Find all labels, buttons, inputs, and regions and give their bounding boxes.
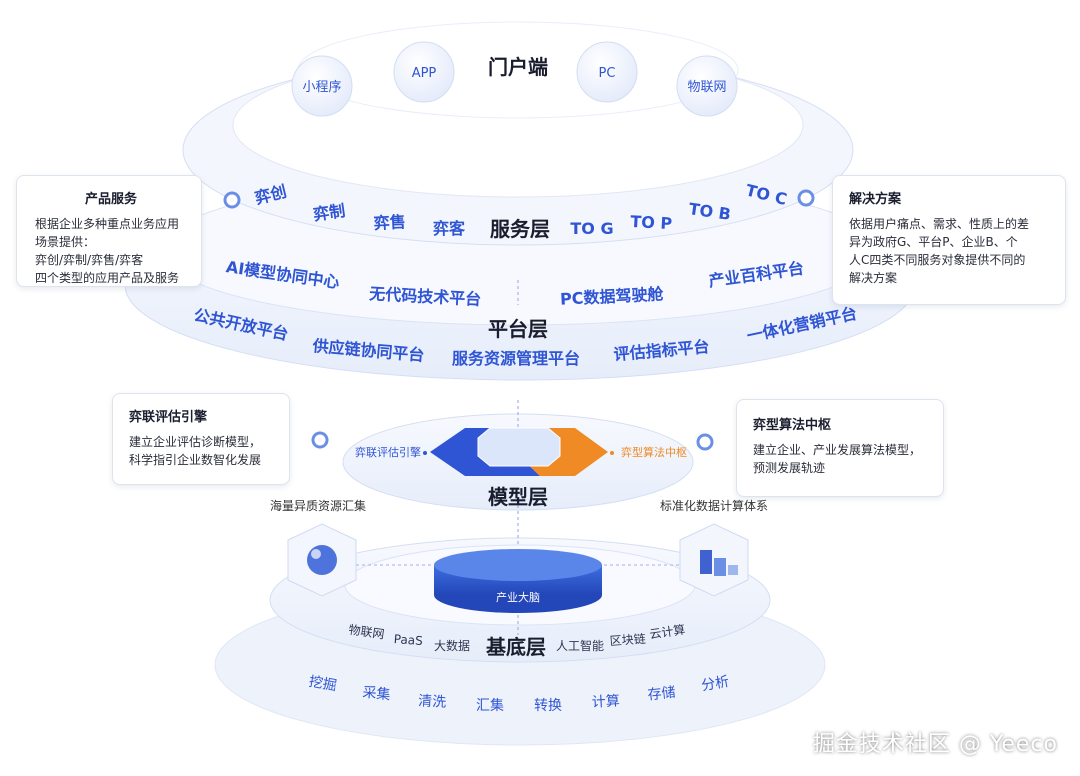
resource-box-label: 海量异质资源汇集: [270, 498, 366, 513]
product-service-card: 产品服务 根据企业多种重点业务应用 场景提供： 弈创/弈制/弈售/弈客 四个类型…: [16, 175, 202, 287]
model-hexagon: [430, 427, 608, 476]
base-item: 区块链: [609, 631, 646, 648]
base-item: 云计算: [648, 622, 686, 642]
card-line: 四个类型的应用产品及服务: [35, 271, 180, 285]
base-outer-item: 汇集: [476, 697, 504, 714]
portal-bubble: 小程序: [291, 55, 353, 117]
portal-bubble-label: 物联网: [687, 80, 726, 95]
connector-dot: [223, 191, 241, 209]
portal-title: 门户端: [488, 55, 548, 79]
base-item: 人工智能: [556, 638, 604, 653]
card-line: 根据企业多种重点业务应用: [35, 217, 180, 231]
base-outer-item: 清洗: [418, 693, 447, 710]
platform-layer-title: 平台层: [488, 317, 548, 341]
card-line: 预测发展轨迹: [753, 461, 826, 475]
resource-box-icon: [287, 523, 357, 597]
portal-bubble: 物联网: [676, 55, 738, 117]
connector-dot: [311, 431, 329, 449]
base-outer-item: 计算: [591, 693, 620, 710]
card-line: 异为政府G、平台P、企业B、个: [849, 235, 1018, 249]
service-item: 弈制: [312, 201, 346, 224]
portal-bubble: PC: [576, 41, 638, 103]
model-left-dot: [423, 451, 427, 455]
platform-item: 服务资源管理平台: [452, 349, 580, 368]
base-item: 大数据: [434, 638, 470, 653]
service-item: 弈售: [373, 212, 406, 233]
service-layer-title: 服务层: [490, 217, 550, 241]
base-outer-item: 挖掘: [308, 674, 338, 695]
card-line: 人C四类不同服务对象提供不同的: [849, 253, 1026, 267]
card-line: 科学指引企业数智化发展: [129, 453, 262, 467]
compute-box-icon: [679, 523, 749, 597]
card-title: 产品服务: [84, 192, 137, 207]
base-outer-item: 存储: [647, 685, 677, 704]
portal-bubble-label: PC: [599, 66, 616, 81]
connector-dot: [797, 189, 815, 207]
card-line: 依据用户痛点、需求、性质上的差: [849, 217, 1030, 231]
model-left-label: 弈联评估引擎: [355, 445, 421, 459]
service-item: TO G: [570, 219, 613, 238]
card-title: 解决方案: [849, 192, 902, 207]
service-item: 弈客: [433, 219, 466, 238]
base-item: PaaS: [393, 632, 423, 648]
watermark: 掘金技术社区 @ Yeeco: [812, 732, 1058, 757]
base-outer-item: 分析: [700, 674, 730, 695]
model-right-label: 弈型算法中枢: [621, 445, 687, 459]
service-item: TO P: [630, 212, 673, 233]
base-outer-item: 转换: [534, 697, 562, 714]
brain-label: 产业大脑: [496, 590, 540, 604]
base-outer-item: 采集: [362, 684, 392, 704]
connector-dot: [696, 433, 714, 451]
solution-card: 解决方案 依据用户痛点、需求、性质上的差 异为政府G、平台P、企业B、个 人C四…: [832, 175, 1066, 305]
card-line: 弈创/弈制/弈售/弈客: [35, 253, 144, 267]
compute-box-label: 标准化数据计算体系: [660, 498, 768, 513]
card-line: 解决方案: [849, 271, 898, 285]
base-item: 物联网: [348, 623, 386, 642]
portal-bubble-label: APP: [412, 66, 437, 81]
model-right-dot: [610, 451, 614, 455]
card-line: 建立企业、产业发展算法模型，: [753, 443, 922, 457]
portal-bubble: APP: [393, 41, 455, 103]
base-layer-title: 基底层: [486, 635, 546, 659]
card-line: 场景提供：: [35, 235, 96, 249]
engine-card: 弈联评估引擎 建立企业评估诊断模型， 科学指引企业数智化发展: [112, 393, 290, 485]
algorithm-card: 弈型算法中枢 建立企业、产业发展算法模型， 预测发展轨迹: [736, 399, 944, 497]
card-line: 建立企业评估诊断模型，: [129, 435, 262, 449]
card-title: 弈联评估引擎: [129, 410, 208, 425]
portal-bubble-label: 小程序: [302, 80, 341, 95]
brain-cylinder-top: [434, 549, 602, 581]
card-title: 弈型算法中枢: [753, 418, 832, 433]
model-layer-title: 模型层: [488, 485, 548, 509]
